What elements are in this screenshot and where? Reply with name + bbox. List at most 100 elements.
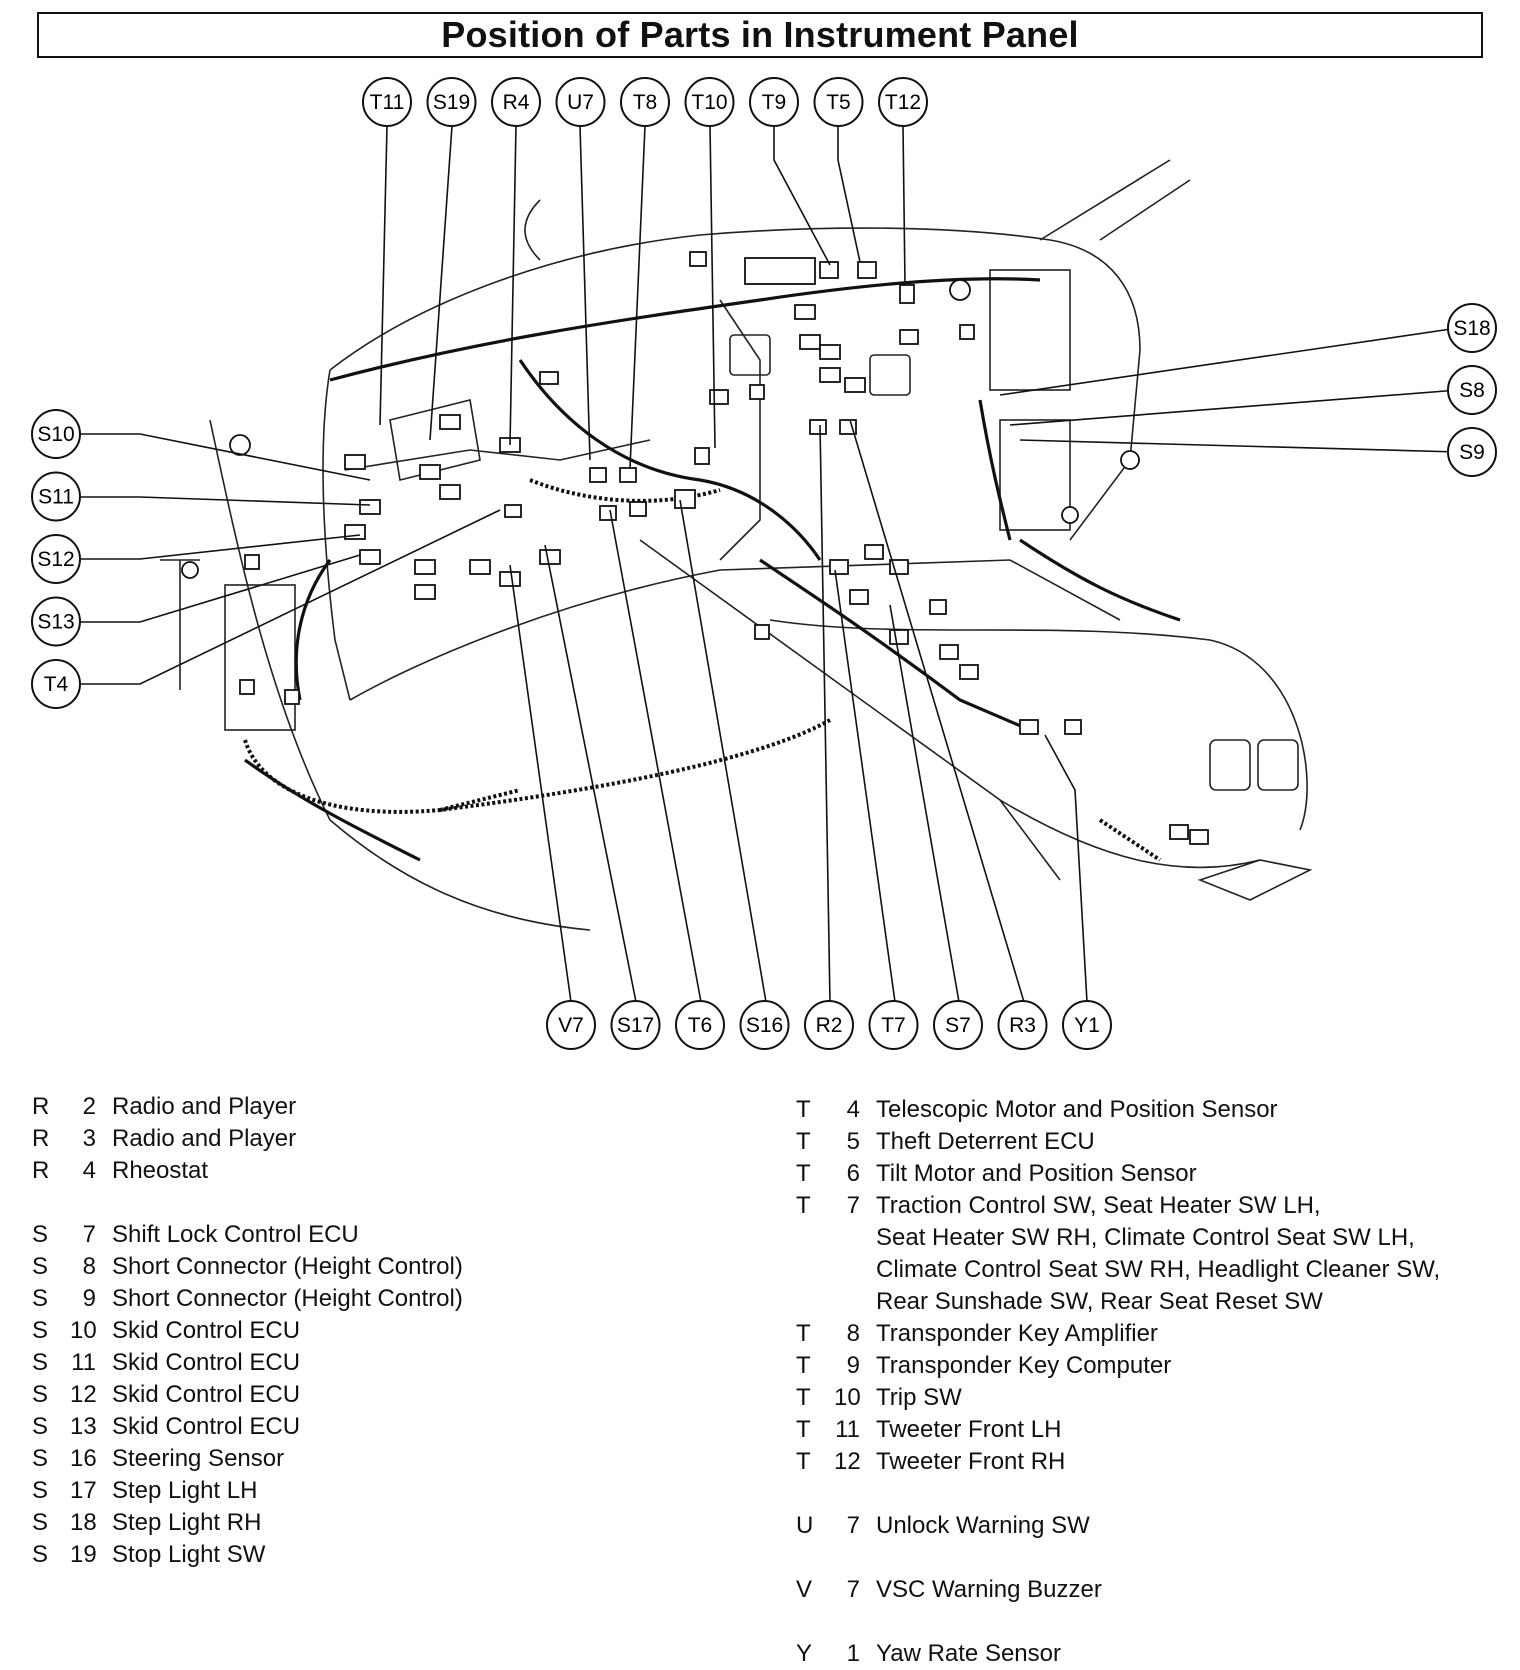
legend-code-number: 12 xyxy=(834,1448,861,1475)
legend-code: S 18 xyxy=(32,1507,97,1539)
legend-description: Radio and Player xyxy=(112,1093,297,1120)
legend-code-letter: T xyxy=(796,1352,811,1379)
callout-label: S7 xyxy=(945,1014,971,1037)
callout-label: S8 xyxy=(1459,379,1485,402)
legend-description: Seat Heater SW RH, Climate Control Seat … xyxy=(876,1224,1415,1251)
callout-circle-top-1 xyxy=(426,77,477,127)
legend-description: Rheostat xyxy=(112,1157,209,1184)
legend-description: Shift Lock Control ECU xyxy=(112,1221,359,1248)
legend-description: Transponder Key Computer xyxy=(876,1352,1172,1379)
callout-label: R4 xyxy=(503,91,530,114)
legend-row: Rear Sunshade SW, Rear Seat Reset SW xyxy=(796,1286,1440,1318)
legend-code-letter: R xyxy=(32,1157,50,1184)
callout-circle-left-1 xyxy=(31,471,81,522)
legend-code-number: 7 xyxy=(82,1221,96,1248)
callout-label: T4 xyxy=(44,673,69,696)
legend-description: Tweeter Front LH xyxy=(876,1416,1062,1443)
legend-code-letter: S xyxy=(32,1317,49,1344)
callout-circle-bottom-8 xyxy=(1062,1000,1112,1050)
callout-circle-bottom-4 xyxy=(804,1000,854,1050)
callout-label: S10 xyxy=(37,423,74,446)
callout-circle-top-0 xyxy=(362,77,412,127)
callout-circle-bottom-5 xyxy=(868,1000,919,1050)
legend-code-number: 1 xyxy=(846,1640,860,1667)
legend-code-number: 8 xyxy=(846,1320,860,1347)
legend-code-number: 6 xyxy=(846,1160,860,1187)
legend-code-letter: S xyxy=(32,1381,49,1408)
legend-code-number: 7 xyxy=(846,1512,860,1539)
legend-description: Skid Control ECU xyxy=(112,1349,301,1376)
legend-code-number: 17 xyxy=(70,1477,97,1504)
legend-code-letter: Y xyxy=(796,1640,813,1667)
legend-row: S 12 Skid Control ECU xyxy=(32,1379,463,1411)
legend-row: Climate Control Seat SW RH, Headlight Cl… xyxy=(796,1254,1440,1286)
callout-circle-bottom-6 xyxy=(933,1000,983,1050)
legend-code-number: 10 xyxy=(70,1317,97,1344)
callout-label: Y1 xyxy=(1074,1014,1100,1037)
legend-code-letter: S xyxy=(32,1221,49,1248)
callout-circle-top-2 xyxy=(491,77,541,127)
legend-code-letter: S xyxy=(32,1285,49,1312)
wire-harness xyxy=(244,277,1181,862)
legend-code-letter: T xyxy=(796,1160,811,1187)
callout-label: R3 xyxy=(1009,1014,1036,1037)
legend-code-letter: T xyxy=(796,1192,811,1219)
callout-label: T11 xyxy=(370,91,405,114)
legend-code-letter: S xyxy=(32,1509,49,1536)
callout-circle-right-0 xyxy=(1447,303,1497,353)
legend-spacer xyxy=(796,1478,1440,1510)
callout-circle-top-4 xyxy=(620,77,670,127)
legend-description: Tilt Motor and Position Sensor xyxy=(876,1160,1197,1187)
callout-label: S19 xyxy=(433,91,470,114)
legend-description: Tweeter Front RH xyxy=(876,1448,1066,1475)
callout-label: S13 xyxy=(37,611,74,634)
panel-outline xyxy=(160,159,1313,931)
legend-description: Radio and Player xyxy=(112,1125,297,1152)
legend-description: Theft Deterrent ECU xyxy=(876,1128,1095,1155)
legend-code-number: 12 xyxy=(70,1381,97,1408)
callout-circle-bottom-1 xyxy=(610,1000,661,1050)
legend-code: S 17 xyxy=(32,1475,97,1507)
legend-code-number: 7 xyxy=(846,1576,860,1603)
legend-code-letter: R xyxy=(32,1125,50,1152)
legend-code: S 12 xyxy=(32,1379,97,1411)
callout-circle-bottom-3 xyxy=(739,1000,790,1050)
legend-code-number: 18 xyxy=(70,1509,97,1536)
legend-code-letter: T xyxy=(796,1384,811,1411)
legend-description: Skid Control ECU xyxy=(112,1381,301,1408)
legend-code-number: 9 xyxy=(82,1285,96,1312)
legend-code-letter: T xyxy=(796,1096,811,1123)
callout-circle-left-4 xyxy=(31,659,81,709)
legend-code-letter: S xyxy=(32,1477,49,1504)
legend-spacer xyxy=(796,1606,1440,1638)
callout-circle-bottom-2 xyxy=(675,1000,725,1050)
legend-description: Trip SW xyxy=(876,1384,962,1411)
callout-label: S17 xyxy=(617,1014,654,1037)
callout-label: S9 xyxy=(1459,441,1485,464)
legend-code-letter: S xyxy=(32,1349,49,1376)
